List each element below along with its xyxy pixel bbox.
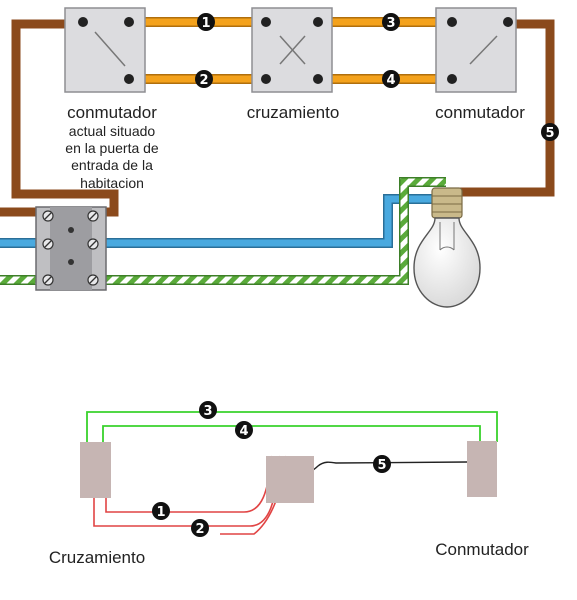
bottom-marker-3: 3	[199, 401, 217, 419]
top-diagram: 1 2 3 4 5 conmutador cruzamiento conmuta…	[0, 7, 559, 308]
svg-text:entrada de la: entrada de la	[71, 157, 153, 173]
svg-text:1: 1	[201, 16, 210, 31]
bottom-green-wires	[86, 411, 498, 442]
light-bulb-icon	[413, 187, 481, 308]
bottom-switch-label: Conmutador	[435, 540, 529, 559]
right-switch-box	[435, 7, 517, 93]
svg-text:2: 2	[199, 73, 208, 88]
svg-text:habitacion: habitacion	[80, 175, 144, 191]
svg-text:actual situado: actual situado	[69, 123, 156, 139]
bottom-marker-5: 5	[373, 455, 391, 473]
top-marker-1: 1	[197, 13, 215, 31]
svg-text:5: 5	[377, 458, 386, 473]
bottom-marker-2: 2	[191, 519, 209, 537]
bottom-marker-4: 4	[235, 421, 253, 439]
top-marker-4: 4	[382, 70, 400, 88]
svg-text:en la puerta de: en la puerta de	[65, 140, 159, 156]
middle-switch-label: cruzamiento	[247, 103, 340, 122]
svg-text:4: 4	[386, 73, 395, 88]
bottom-middle-box	[266, 456, 314, 503]
svg-text:4: 4	[239, 424, 248, 439]
middle-crossover-box	[251, 7, 333, 93]
bottom-red-wires	[93, 455, 287, 535]
bottom-cross-label: Cruzamiento	[49, 548, 145, 567]
svg-text:1: 1	[156, 505, 165, 520]
return-wire-right	[450, 19, 555, 197]
top-marker-3: 3	[382, 13, 400, 31]
bottom-switch-box	[467, 441, 497, 497]
svg-text:5: 5	[545, 126, 554, 141]
bottom-diagram: 3 4 5 1 2 Cruzamiento Conmutador	[49, 401, 529, 567]
top-marker-2: 2	[195, 70, 213, 88]
top-marker-5: 5	[541, 123, 559, 141]
svg-text:3: 3	[386, 16, 395, 31]
bottom-cross-box	[80, 442, 111, 498]
left-switch-label: conmutador	[67, 103, 157, 122]
right-switch-label: conmutador	[435, 103, 525, 122]
svg-text:3: 3	[203, 404, 212, 419]
location-note: actual situado en la puerta de entrada d…	[65, 123, 159, 191]
bottom-marker-1: 1	[152, 502, 170, 520]
terminal-block	[35, 206, 107, 291]
left-switch-box	[64, 7, 146, 93]
svg-text:2: 2	[195, 522, 204, 537]
